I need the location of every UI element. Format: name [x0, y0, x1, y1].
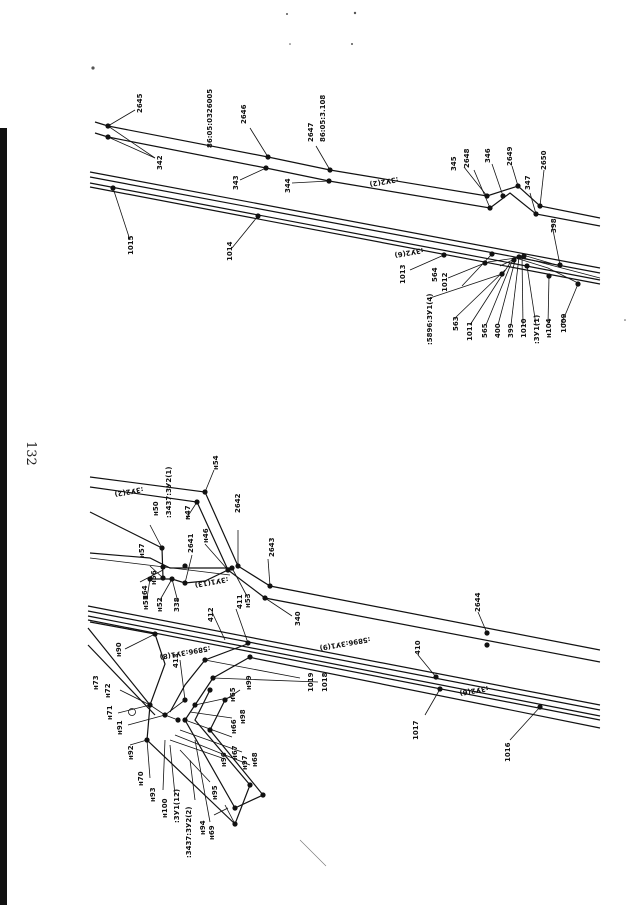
label-n68: н68	[251, 752, 259, 767]
label-n72: н72	[104, 683, 112, 698]
label-zone-5896-3U1-4: :5896:3У1(4)	[426, 294, 434, 346]
label-344: 344	[284, 178, 292, 193]
label-n99: н99	[245, 675, 253, 690]
label-2643: 2643	[268, 537, 276, 557]
label-412: 412	[207, 607, 215, 622]
scan-edge-bar	[0, 128, 7, 905]
label-n104: н104	[545, 318, 553, 338]
label-n56: н56	[150, 570, 158, 585]
label-565: 565	[481, 323, 489, 338]
label-zone-3U2-2b: :3У2(2)	[114, 485, 144, 498]
label-1016: 1016	[504, 742, 512, 762]
label-2648: 2648	[463, 148, 471, 168]
label-zone-3U1-12: :3У1(12)	[173, 789, 181, 823]
label-399: 399	[507, 323, 515, 338]
label-2644: 2644	[474, 592, 482, 612]
label-n73: н73	[92, 675, 100, 690]
label-n53: н53	[244, 593, 252, 608]
label-cadastral-number: 86:05:3.108	[319, 95, 327, 142]
label-2641: 2641	[187, 533, 195, 553]
label-343: 343	[232, 175, 240, 190]
label-n69: н69	[208, 825, 216, 840]
label-n96: н96	[220, 752, 228, 767]
label-1017: 1017	[412, 720, 420, 740]
label-563: 563	[452, 316, 460, 331]
bottom-labels: :3437:3У2(1) н54 :3У2(2) н47 н50 2642 н4…	[92, 455, 512, 858]
label-n97: н97	[241, 755, 249, 770]
label-2649: 2649	[506, 146, 514, 166]
label-n52: н52	[156, 597, 164, 612]
label-1013: 1013	[399, 264, 407, 284]
label-400: 400	[494, 323, 502, 338]
page-number: 132	[23, 441, 38, 466]
survey-ring-marker	[128, 708, 136, 716]
label-1019: 1019	[307, 672, 315, 692]
top-labels: 2645 342 2646 86:05:0326005 2647 86:05:3…	[127, 89, 568, 345]
label-n92: н92	[127, 745, 135, 760]
label-413: 413	[172, 653, 180, 668]
label-345: 345	[450, 156, 458, 171]
label-n65: н65	[229, 687, 237, 702]
label-564: 564	[431, 267, 439, 282]
label-n46: н46	[202, 528, 210, 543]
top-points	[105, 123, 581, 287]
top-boundary-lines	[89, 121, 601, 285]
label-338: 338	[173, 597, 181, 612]
label-411: 411	[236, 594, 244, 609]
label-cadastral-quarter: 86:05:0326005	[206, 89, 214, 148]
label-340: 340	[294, 611, 302, 626]
label-n64: н64	[141, 585, 149, 600]
label-1011: 1011	[466, 321, 474, 341]
label-410: 410	[414, 640, 422, 655]
label-n98: н98	[239, 709, 247, 724]
label-1010: 1010	[520, 318, 528, 338]
label-398: 398	[550, 218, 558, 233]
bottom-points	[144, 489, 543, 827]
label-2645: 2645	[136, 93, 144, 113]
label-n91: н91	[116, 720, 124, 735]
label-1018: 1018	[321, 672, 329, 692]
label-n93: н93	[149, 787, 157, 802]
label-n100: н100	[161, 798, 169, 818]
label-2642: 2642	[234, 493, 242, 513]
label-1015: 1015	[127, 235, 135, 255]
label-n50: н50	[152, 501, 160, 516]
label-n67: н67	[231, 745, 239, 760]
label-347: 347	[524, 175, 532, 190]
label-n70: н70	[137, 771, 145, 786]
label-n95: н95	[211, 785, 219, 800]
label-zone-3437-3U2-2: :3437:3У2(2)	[185, 807, 193, 859]
label-2646: 2646	[240, 104, 248, 124]
label-342: 342	[156, 155, 164, 170]
bottom-boundary-lines	[87, 476, 601, 826]
label-1014: 1014	[226, 241, 234, 261]
label-2647: 2647	[307, 122, 315, 142]
label-zone-5896-3U1-9: :5896:3У1(9)	[319, 635, 371, 652]
label-n57: н57	[138, 543, 146, 558]
top-leader-lines	[107, 109, 579, 326]
label-n47: н47	[184, 505, 192, 520]
label-n90: н90	[115, 642, 123, 657]
label-n51: н51	[142, 595, 150, 610]
label-n66: н66	[230, 719, 238, 734]
scan-noise	[91, 11, 626, 867]
label-2650: 2650	[540, 150, 548, 170]
label-n71: н71	[106, 705, 114, 720]
label-zone-3U1-13: :3У1(13)	[194, 575, 229, 589]
label-1009: 1009	[560, 313, 568, 333]
label-n54: н54	[212, 455, 220, 470]
label-346: 346	[484, 148, 492, 163]
label-n94: н94	[199, 820, 207, 835]
label-zone-3437-3U2-1: :3437:3У2(1)	[165, 467, 173, 519]
label-zone-3U1-1: :3У1(1)	[533, 315, 541, 344]
label-1012: 1012	[441, 272, 449, 292]
